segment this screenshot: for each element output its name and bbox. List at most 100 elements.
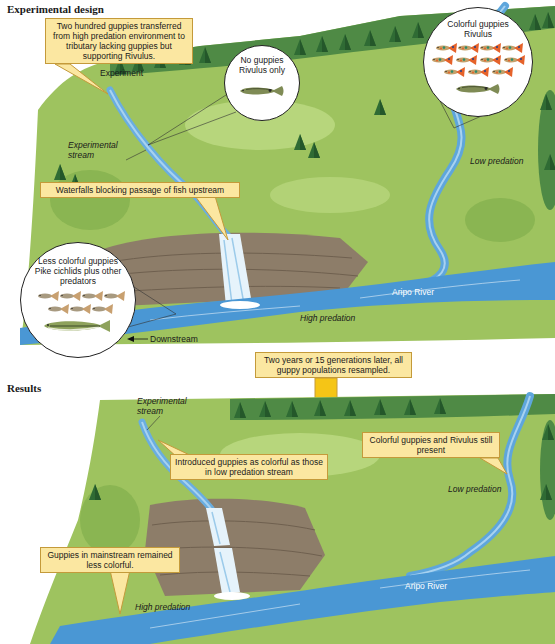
dull-guppy bbox=[60, 291, 81, 301]
colorful-guppy bbox=[502, 43, 523, 53]
location-label: High predation bbox=[300, 313, 355, 323]
dull-guppy bbox=[104, 291, 125, 301]
meadow-patch bbox=[80, 485, 140, 555]
waterfall-splash bbox=[220, 301, 260, 309]
node-text: Pike cichlids plus other predators bbox=[30, 266, 126, 286]
callout-pointer bbox=[110, 570, 130, 614]
tree bbox=[54, 164, 66, 180]
node-text: Less colorful guppies bbox=[30, 256, 126, 266]
dull-guppy bbox=[38, 291, 59, 301]
colorful-guppy bbox=[504, 55, 525, 65]
colorful-guppy bbox=[432, 55, 453, 65]
callout-pointer bbox=[195, 196, 228, 240]
panel-heading: Experimental design bbox=[7, 3, 104, 16]
location-label: Aripo River bbox=[392, 287, 434, 297]
waterfall-splash bbox=[214, 592, 250, 600]
tree bbox=[234, 402, 246, 418]
tree bbox=[540, 484, 552, 500]
node-text: Introduced guppies as colorful as those … bbox=[175, 457, 323, 477]
forest bbox=[538, 90, 555, 210]
tree bbox=[314, 400, 326, 416]
tree bbox=[412, 22, 424, 38]
leader-line bbox=[147, 416, 160, 430]
circle-outline bbox=[424, 8, 533, 117]
colorful-guppy bbox=[444, 67, 465, 77]
pike-cichlid bbox=[44, 320, 110, 332]
tree bbox=[542, 424, 554, 440]
colorful-guppy bbox=[458, 43, 479, 53]
tree bbox=[434, 398, 446, 414]
tree bbox=[316, 36, 328, 52]
text-group: Two hundred guppies transferred from hig… bbox=[50, 21, 188, 61]
low-predation-stream bbox=[410, 396, 530, 576]
colorful-guppy bbox=[480, 55, 501, 65]
dull-guppy bbox=[82, 291, 103, 301]
text-group: Colorful guppies and Rivulus still prese… bbox=[367, 435, 495, 455]
node-text: Rivulus only bbox=[227, 65, 297, 75]
callout-box: Introduced guppies as colorful as those … bbox=[170, 454, 328, 480]
callout-box: Waterfalls blocking passage of fish upst… bbox=[40, 182, 240, 198]
callout-pointer bbox=[55, 64, 108, 94]
rivulus-fish bbox=[456, 84, 500, 94]
meadow-patch bbox=[465, 198, 535, 242]
colorful-guppy bbox=[456, 55, 477, 65]
node-text: No guppies bbox=[227, 55, 297, 65]
tree bbox=[374, 99, 386, 115]
waterfall bbox=[219, 234, 252, 306]
waterfall bbox=[214, 548, 240, 594]
forest bbox=[230, 394, 555, 420]
text-group: Two years or 15 generations later, all g… bbox=[260, 355, 407, 375]
tree bbox=[259, 401, 271, 417]
tree bbox=[294, 39, 306, 55]
tree bbox=[544, 154, 555, 170]
text-group: Less colorful guppiesPike cichlids plus … bbox=[20, 242, 136, 286]
callout-box: Colorful guppies and Rivulus still prese… bbox=[362, 432, 500, 458]
text-group: Colorful guppiesRivulus bbox=[423, 7, 533, 39]
node-text: Two hundred guppies transferred from hig… bbox=[50, 21, 188, 61]
tree bbox=[389, 26, 401, 42]
tree bbox=[344, 400, 356, 416]
text-group: No guppiesRivulus only bbox=[224, 45, 300, 75]
node-text: Waterfalls blocking passage of fish upst… bbox=[45, 185, 235, 195]
colorful-guppy bbox=[492, 67, 513, 77]
tree bbox=[199, 47, 211, 63]
leader-line bbox=[126, 150, 146, 160]
colorful-guppy bbox=[480, 43, 501, 53]
tree bbox=[294, 134, 306, 150]
river-streak bbox=[150, 280, 520, 320]
forest bbox=[540, 420, 555, 520]
tree bbox=[404, 399, 416, 415]
callout-box: Two hundred guppies transferred from hig… bbox=[45, 18, 193, 64]
tree bbox=[542, 12, 554, 28]
dull-guppy bbox=[48, 304, 69, 314]
leader-line bbox=[148, 95, 236, 145]
location-label: High predation bbox=[135, 602, 190, 612]
waterfall-streak bbox=[212, 512, 230, 592]
node-text: Two years or 15 generations later, all g… bbox=[260, 355, 407, 375]
stream-highlight bbox=[410, 396, 530, 576]
circle-outline bbox=[21, 243, 136, 358]
tree bbox=[308, 142, 320, 158]
node-text: Colorful guppies and Rivulus still prese… bbox=[367, 435, 495, 455]
location-label: Aripo River bbox=[405, 581, 447, 591]
node-text: Guppies in mainstream remained less colo… bbox=[45, 550, 175, 570]
downstream-arrowhead bbox=[127, 336, 134, 342]
tree bbox=[529, 14, 541, 30]
tree bbox=[364, 30, 376, 46]
location-label: Low predation bbox=[470, 156, 523, 166]
tree bbox=[374, 399, 386, 415]
inset-circle: Colorful guppiesRivulus bbox=[423, 7, 533, 117]
tree bbox=[339, 34, 351, 50]
dull-guppy bbox=[92, 304, 113, 314]
location-label: Experimental stream bbox=[68, 140, 126, 160]
panel-heading: Results bbox=[7, 382, 41, 395]
waterfall-streak bbox=[224, 238, 244, 304]
location-label: Downstream bbox=[150, 334, 198, 344]
colorful-guppy bbox=[436, 43, 457, 53]
callout-pointer bbox=[480, 458, 507, 474]
waterfall bbox=[206, 508, 230, 546]
text-group: Waterfalls blocking passage of fish upst… bbox=[45, 185, 235, 195]
inset-circle: No guppiesRivulus only bbox=[224, 45, 300, 121]
meadow bbox=[30, 394, 555, 644]
